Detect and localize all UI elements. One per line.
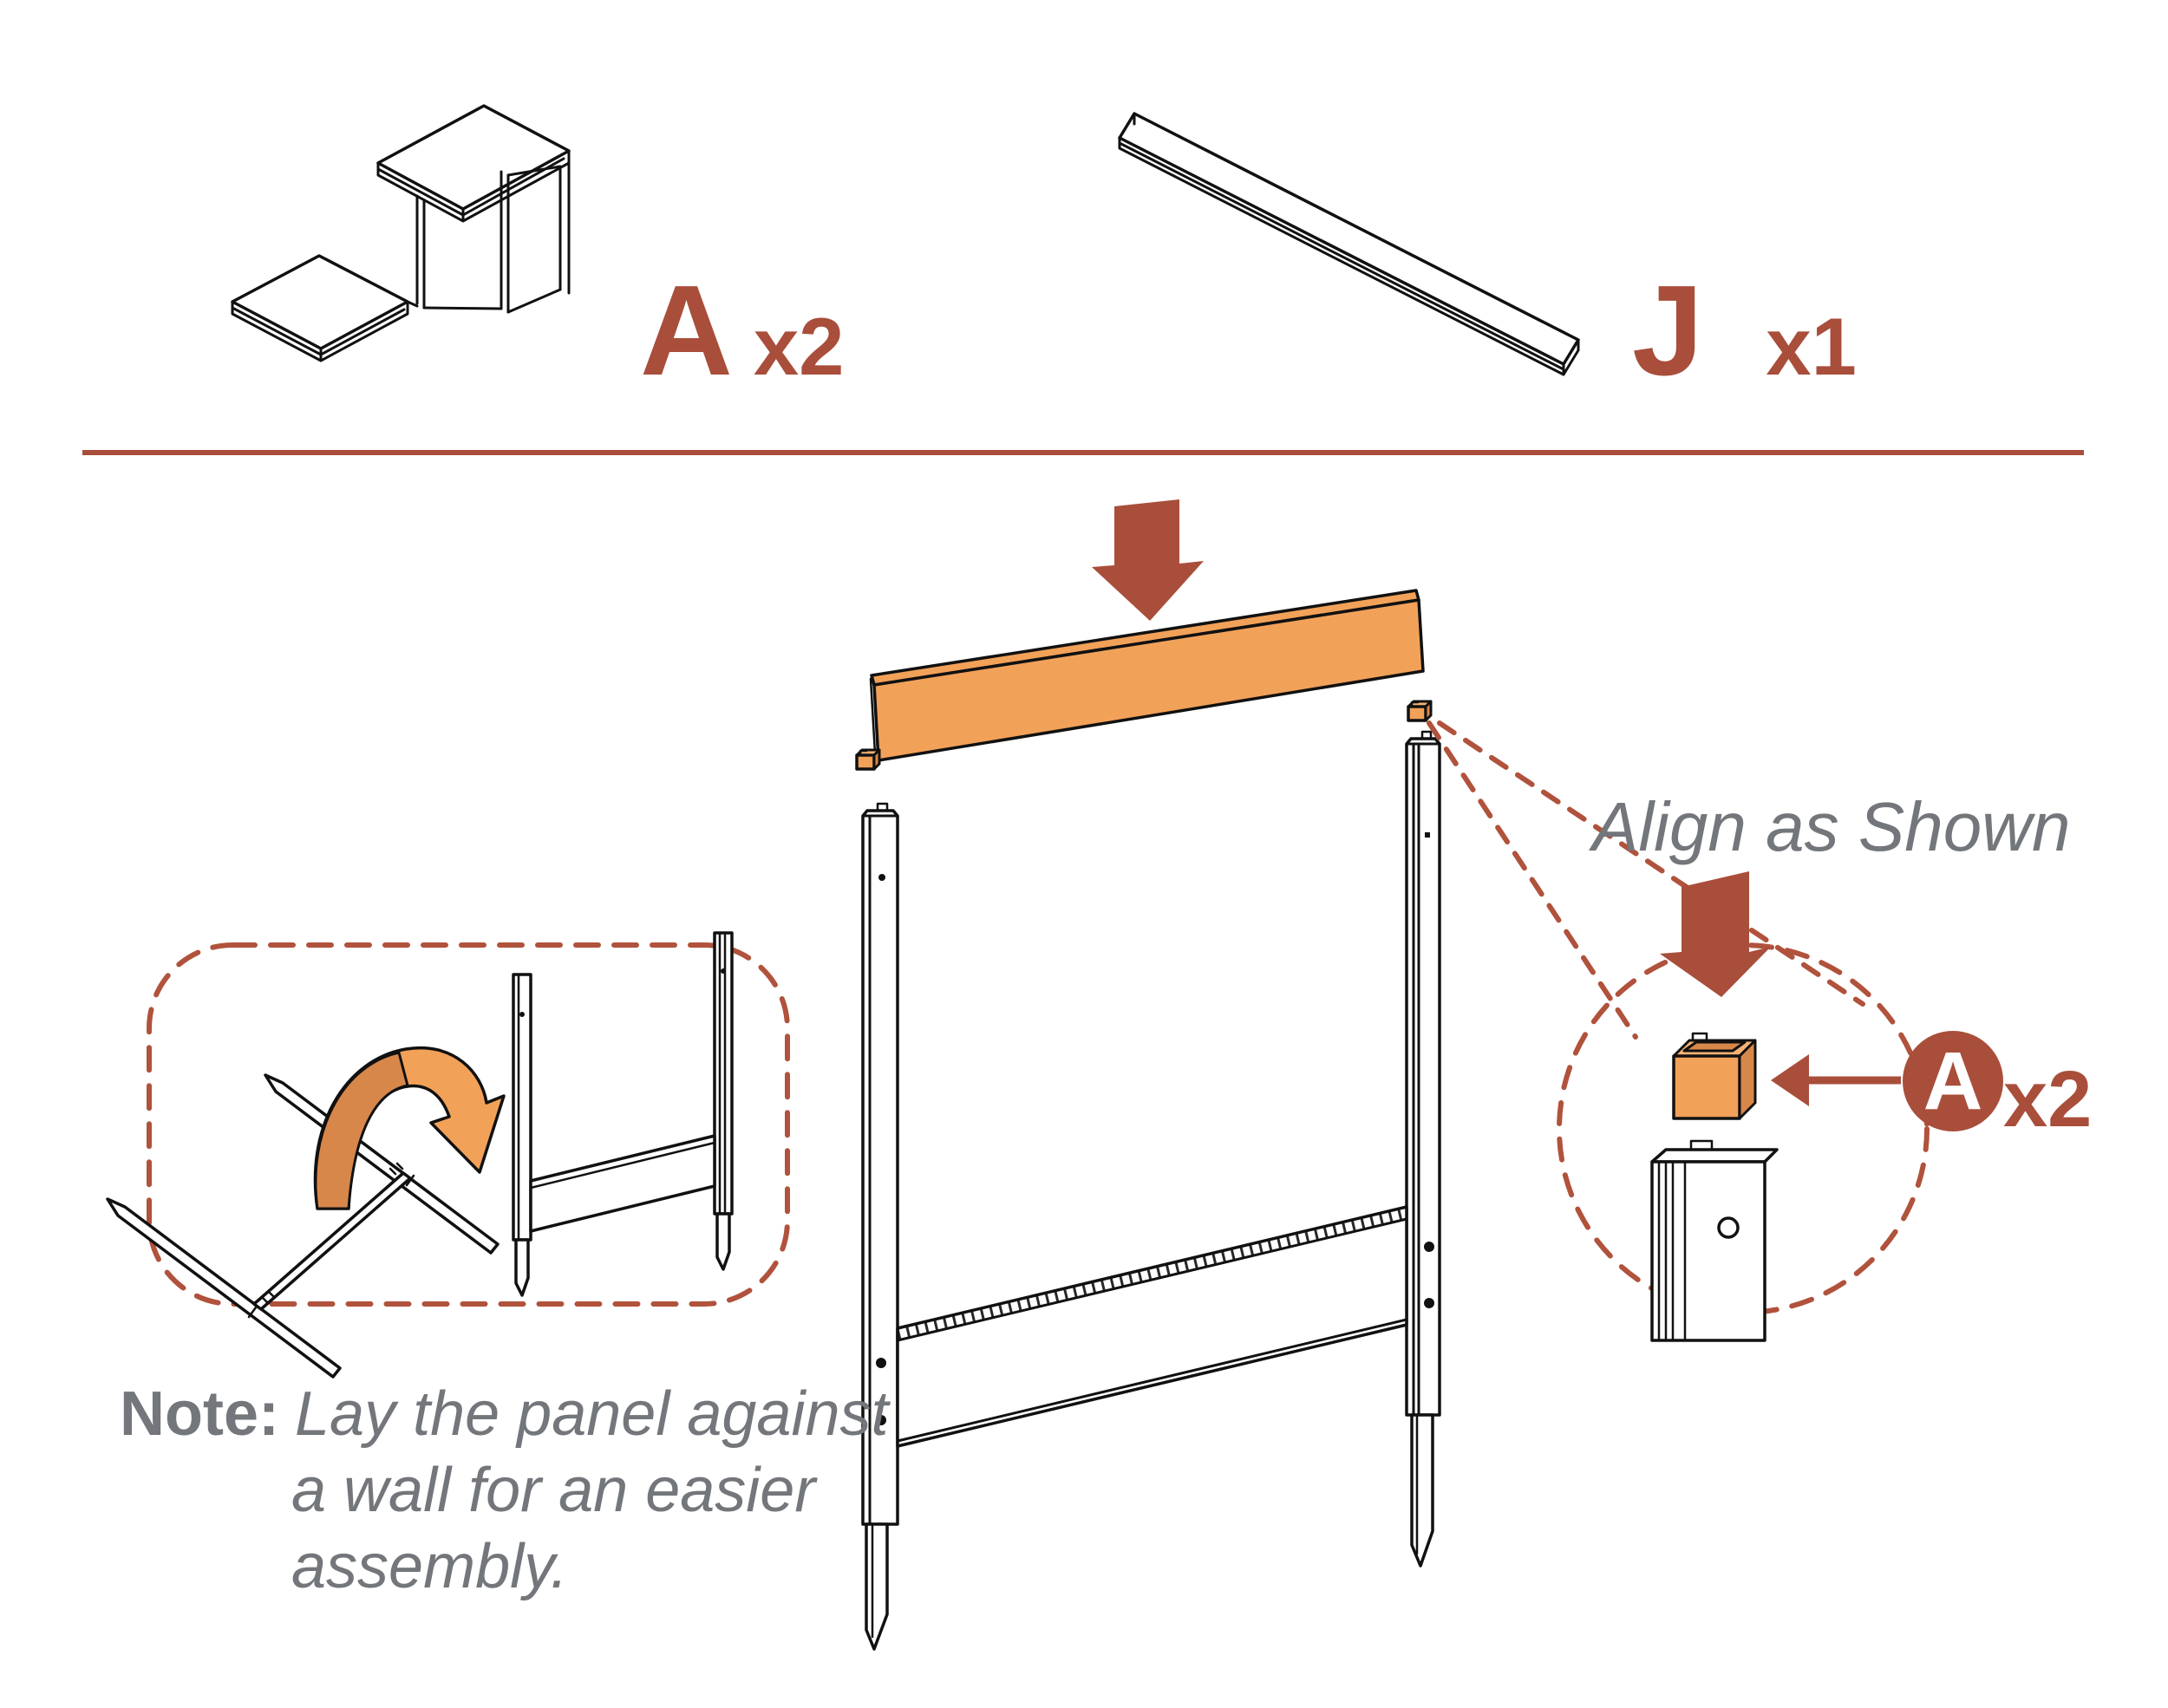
callout-arrow-icon <box>1771 1054 1901 1106</box>
part-a-badge: A <box>1903 1031 2003 1131</box>
right-post-drawing <box>1405 730 1441 1568</box>
note-line-1: Lay the panel against <box>294 1379 889 1449</box>
part-a-badge-letter: A <box>1923 1034 1983 1127</box>
part-a-letter: A <box>640 259 733 402</box>
part-a-bracket-drawing <box>231 104 571 362</box>
part-a-qty: x2 <box>753 301 845 392</box>
part-j-plank-drawing <box>1118 112 1580 376</box>
part-j-label: J x1 <box>1632 267 1857 395</box>
note-line-2: a wall for an easier <box>291 1455 816 1525</box>
down-arrow-icon <box>1092 499 1204 621</box>
left-post-drawing <box>861 802 899 1651</box>
part-j-letter: J <box>1632 259 1703 402</box>
cross-rail-drawing <box>896 1205 1408 1448</box>
frame-flat-drawing <box>106 1073 500 1379</box>
align-instruction-text: Align as Shown <box>1592 788 2071 865</box>
note-label: Note: <box>120 1379 279 1449</box>
clip-a-right <box>1407 700 1433 722</box>
clip-a-left <box>855 748 881 771</box>
panel-j-highlight <box>869 589 1425 762</box>
flip-inset-border <box>147 942 790 1307</box>
callout-post-drawing <box>1650 1139 1779 1342</box>
part-a-badge-qty: x2 <box>2003 1055 2093 1144</box>
part-a-label: A x2 <box>640 267 844 395</box>
flip-arrow-icon <box>313 1046 506 1210</box>
part-j-qty: x1 <box>1766 301 1857 392</box>
callout-clip-drawing <box>1672 1032 1757 1120</box>
note-block: Note:Lay the panel against a wall for an… <box>120 1377 889 1605</box>
frame-upright-drawing <box>512 931 734 1297</box>
section-divider <box>82 450 2084 455</box>
projection-dashes <box>1427 720 1865 1040</box>
callout-down-arrow-icon <box>1660 871 1771 997</box>
callout-circle <box>1557 942 1930 1315</box>
note-line-3: assembly. <box>291 1531 568 1601</box>
